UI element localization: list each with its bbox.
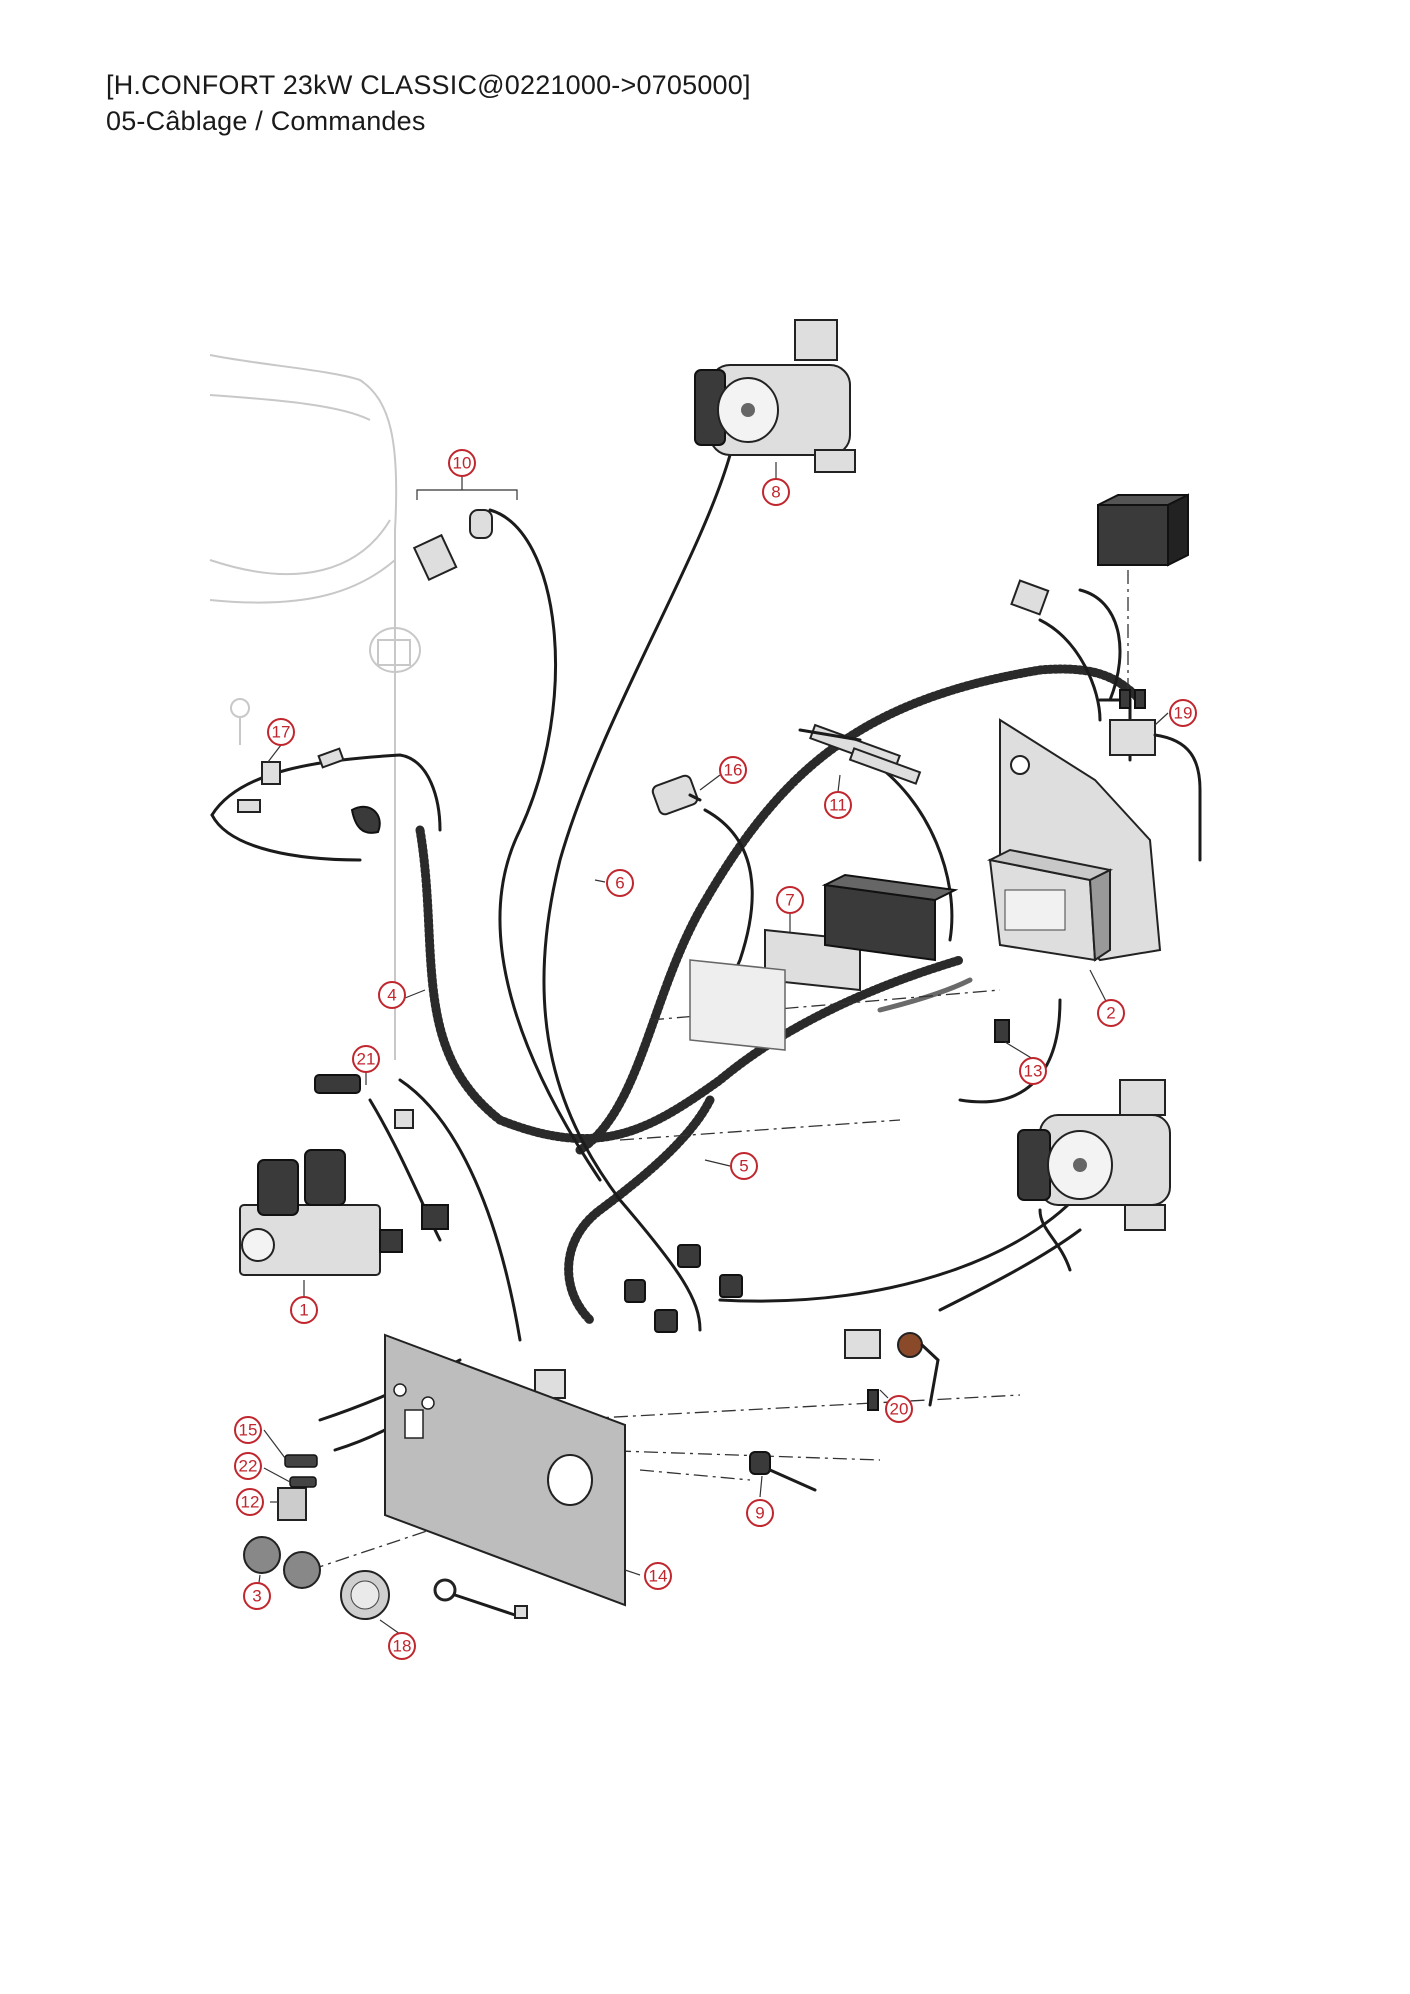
connector-21 [314, 1074, 414, 1129]
callout-6: 6 [606, 869, 634, 897]
control-box-2 [986, 848, 1114, 962]
svg-text:5: 5 [739, 1157, 748, 1176]
part-20 [844, 1329, 940, 1411]
callout-21: 21 [352, 1045, 380, 1073]
callout-12: 12 [236, 1488, 264, 1516]
svg-text:19: 19 [1174, 704, 1193, 723]
svg-text:10: 10 [453, 454, 472, 473]
callout-18: 18 [388, 1632, 416, 1660]
callout-3: 3 [243, 1582, 271, 1610]
relay-cube [1097, 493, 1189, 567]
svg-text:17: 17 [272, 723, 291, 742]
svg-text:11: 11 [829, 796, 847, 815]
callout-17: 17 [267, 718, 295, 746]
part-17 [237, 747, 381, 834]
callout-10: 10 [448, 449, 476, 477]
svg-text:6: 6 [615, 874, 624, 893]
pump-top [694, 319, 856, 473]
svg-text:12: 12 [241, 1493, 260, 1512]
callout-4: 4 [378, 981, 406, 1009]
svg-text:13: 13 [1024, 1062, 1043, 1081]
callout-7: 7 [776, 886, 804, 914]
diagram-title: [H.CONFORT 23kW CLASSIC@0221000->0705000… [106, 70, 751, 100]
sensor-10 [412, 509, 493, 581]
svg-text:8: 8 [771, 483, 780, 502]
svg-text:15: 15 [239, 1421, 258, 1440]
bracket-10 [416, 475, 518, 500]
svg-text:2: 2 [1106, 1004, 1115, 1023]
thermistor-9 [749, 1451, 817, 1492]
svg-text:7: 7 [785, 891, 794, 910]
gas-valve-1 [239, 1149, 449, 1276]
clip-13 [994, 1019, 1010, 1043]
svg-text:4: 4 [387, 986, 396, 1005]
svg-text:1: 1 [299, 1301, 308, 1320]
callout-15: 15 [234, 1416, 262, 1444]
callout-9: 9 [746, 1499, 774, 1527]
svg-text:18: 18 [393, 1637, 412, 1656]
callout-2: 2 [1097, 999, 1125, 1027]
callout-1: 1 [290, 1296, 318, 1324]
svg-text:22: 22 [239, 1457, 258, 1476]
callout-11: 11 [824, 791, 852, 819]
mains-plug-16 [651, 774, 702, 816]
electrodes-11 [798, 723, 922, 785]
callout-20: 20 [885, 1395, 913, 1423]
pcb-7 [689, 873, 959, 1051]
callout-14: 14 [644, 1562, 672, 1590]
svg-text:20: 20 [890, 1400, 909, 1419]
front-panel-14 [384, 1333, 626, 1607]
callout-16: 16 [719, 756, 747, 784]
callout-8: 8 [762, 478, 790, 506]
svg-text:16: 16 [724, 761, 743, 780]
callout-13: 13 [1019, 1057, 1047, 1085]
callout-5: 5 [730, 1152, 758, 1180]
svg-text:21: 21 [357, 1050, 376, 1069]
svg-text:14: 14 [649, 1567, 668, 1586]
boiler-outline-ghost [209, 354, 421, 1060]
wires [210, 453, 1132, 1452]
callout-22: 22 [234, 1452, 262, 1480]
svg-text:3: 3 [252, 1587, 261, 1606]
pump-right [1017, 1079, 1171, 1231]
callout-19: 19 [1169, 699, 1197, 727]
thermostat-19 [1010, 579, 1202, 862]
svg-text:9: 9 [755, 1504, 764, 1523]
front-controls [243, 1454, 528, 1620]
diagram-subtitle: 05-Câblage / Commandes [106, 106, 426, 136]
